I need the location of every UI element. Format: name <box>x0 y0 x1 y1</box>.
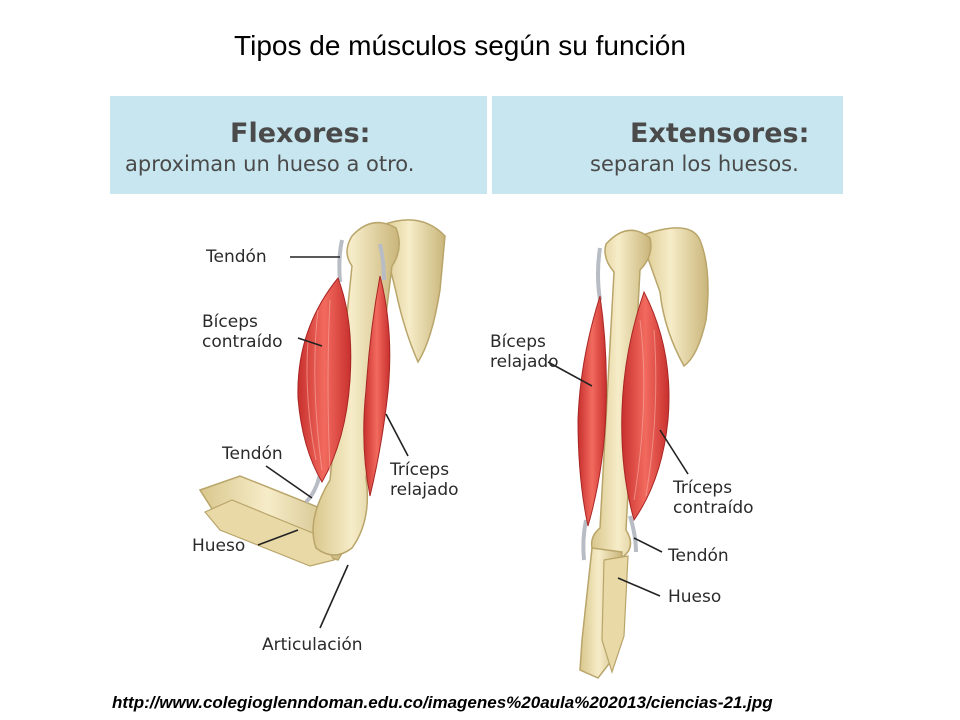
label-right-biceps-line1: Bíceps <box>490 332 546 352</box>
leader-left-joint <box>319 564 349 629</box>
left-biceps-tendon-top <box>337 239 344 283</box>
flexors-panel: Flexores: aproximan un hueso a otro. <box>110 96 487 194</box>
label-left-tendon-top: Tendón <box>206 247 267 267</box>
leader-left-biceps <box>297 337 323 347</box>
right-triceps-tendon <box>628 515 638 553</box>
leader-left-tendon-bottom <box>265 465 313 499</box>
leader-left-triceps <box>385 413 409 457</box>
leader-left-bone <box>257 529 299 546</box>
label-right-triceps-line2: contraído <box>673 498 754 518</box>
slide-title: Tipos de músculos según su función <box>234 30 686 61</box>
left-biceps-tendon-bottom <box>304 473 322 504</box>
leader-right-tendon <box>633 537 663 553</box>
source-url: http://www.colegioglenndoman.edu.co/imag… <box>112 693 773 712</box>
leader-right-triceps <box>659 429 689 475</box>
leader-right-bone <box>617 577 661 597</box>
label-right-triceps-line1: Tríceps <box>673 478 733 498</box>
leader-right-biceps <box>547 361 593 387</box>
label-left-triceps-line1: Tríceps <box>390 460 450 480</box>
right-humerus <box>590 229 652 559</box>
right-triceps-muscle <box>621 290 670 522</box>
label-left-triceps-line2: relajado <box>390 480 459 500</box>
leader-lines <box>257 256 689 629</box>
flexors-heading: Flexores: <box>230 118 371 149</box>
left-forearm-bone-2 <box>204 499 335 567</box>
left-triceps-tendon <box>378 243 386 281</box>
label-left-tendon-bottom: Tendón <box>222 444 283 464</box>
right-biceps-muscle <box>577 295 607 527</box>
label-right-biceps-line2: relajado <box>490 352 559 372</box>
right-forearm-bone-2 <box>601 555 629 674</box>
label-left-joint: Articulación <box>262 635 363 655</box>
flexed-arm <box>198 219 446 567</box>
extensors-subtitle: separan los huesos. <box>590 152 799 176</box>
left-triceps-muscle <box>363 275 391 497</box>
right-biceps-tendon <box>596 247 602 301</box>
label-left-bone: Hueso <box>192 536 246 556</box>
label-left-biceps-line1: Bíceps <box>202 312 258 332</box>
label-right-bone: Hueso <box>668 587 722 607</box>
flexors-subtitle: aproximan un hueso a otro. <box>125 152 415 176</box>
right-biceps-tendon-bottom <box>581 519 588 561</box>
label-left-biceps-line2: contraído <box>202 332 283 352</box>
extensors-panel: Extensores: separan los huesos. <box>492 96 843 194</box>
extensors-heading: Extensores: <box>630 118 810 149</box>
extended-arm <box>577 227 709 679</box>
label-right-tendon: Tendón <box>668 546 729 566</box>
right-scapula <box>639 227 709 368</box>
